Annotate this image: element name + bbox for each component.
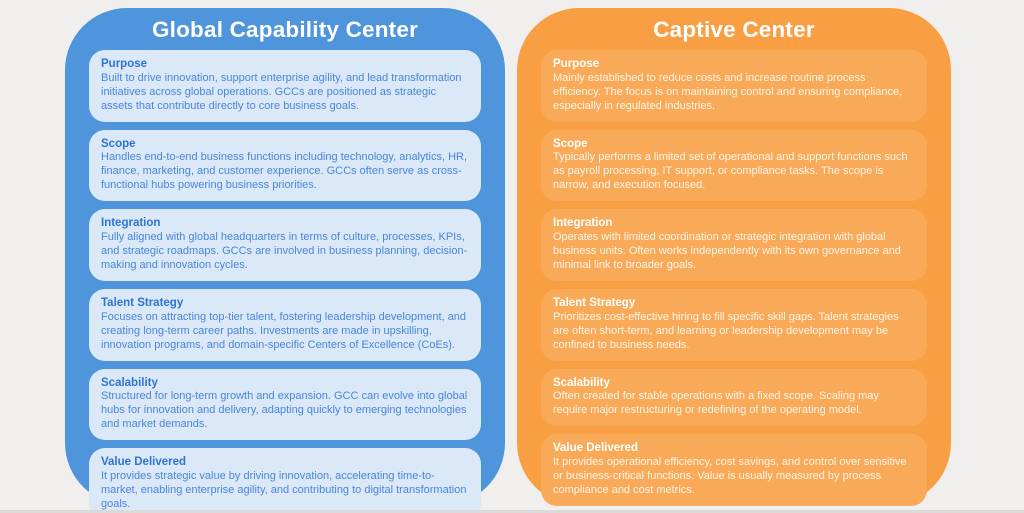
info-card-scalability: Scalability Often created for stable ope…	[541, 368, 927, 427]
card-body-text: Fully aligned with global headquarters i…	[101, 230, 468, 271]
info-card-integration: Integration Fully aligned with global he…	[89, 209, 481, 281]
card-body-text: It provides strategic value by driving i…	[101, 469, 467, 510]
info-card-scalability: Scalability Structured for long-term gro…	[89, 368, 481, 441]
card-heading: Integration	[553, 217, 613, 230]
bottom-edge-shadow	[0, 510, 1024, 513]
info-card-talent-strategy: Talent Strategy Prioritizes cost-effecti…	[541, 288, 927, 361]
info-card-scope: Scope Typically performs a limited set o…	[541, 129, 927, 202]
info-card-talent-strategy: Talent Strategy Focuses on attracting to…	[89, 288, 481, 361]
info-card-purpose: Purpose Built to drive innovation, suppo…	[89, 50, 481, 122]
card-heading: Scalability	[553, 376, 610, 389]
card-heading: Scope	[101, 137, 136, 150]
card-heading: Scalability	[101, 376, 158, 389]
card-heading: Purpose	[101, 58, 148, 70]
info-card-value-delivered: Value Delivered It provides strategic va…	[89, 448, 481, 513]
panel-global-capability-center: Global Capability Center Purpose Built t…	[65, 8, 505, 513]
card-heading: Value Delivered	[101, 456, 187, 469]
card-heading: Talent Strategy	[101, 296, 184, 309]
info-card-integration: Integration Operates with limited coordi…	[541, 209, 927, 281]
panel-title-captive-center: Captive Center	[653, 17, 815, 42]
card-heading: Scope	[553, 137, 588, 150]
card-body-text: Prioritizes cost-effective hiring to fil…	[553, 310, 899, 351]
card-body-text: Mainly established to reduce costs and i…	[553, 71, 903, 112]
info-card-value-delivered: Value Delivered It provides operational …	[541, 434, 927, 506]
card-body-text: Typically performs a limited set of oper…	[553, 151, 908, 192]
card-body-text: It provides operational efficiency, cost…	[553, 455, 907, 496]
panel-title-global-capability-center: Global Capability Center	[151, 17, 419, 42]
card-body-text: Operates with limited coordination or st…	[553, 230, 901, 271]
panel-captive-center: Captive Center Purpose Mainly establishe…	[517, 8, 951, 506]
card-heading: Talent Strategy	[553, 296, 636, 309]
card-list-global-capability-center: Purpose Built to drive innovation, suppo…	[89, 50, 481, 513]
card-heading: Value Delivered	[553, 442, 639, 455]
card-body-text: Often created for stable operations with…	[553, 390, 879, 417]
card-heading: Purpose	[553, 58, 600, 70]
card-body-text: Focuses on attracting top-tier talent, f…	[101, 310, 467, 351]
card-body-text: Handles end-to-end business functions in…	[101, 151, 468, 192]
info-card-purpose: Purpose Mainly established to reduce cos…	[541, 50, 927, 122]
card-body-text: Structured for long-term growth and expa…	[101, 390, 468, 431]
card-heading: Integration	[101, 217, 161, 230]
card-body-text: Built to drive innovation, support enter…	[101, 71, 462, 112]
card-list-captive-center: Purpose Mainly established to reduce cos…	[541, 50, 927, 506]
info-card-scope: Scope Handles end-to-end business functi…	[89, 129, 481, 202]
